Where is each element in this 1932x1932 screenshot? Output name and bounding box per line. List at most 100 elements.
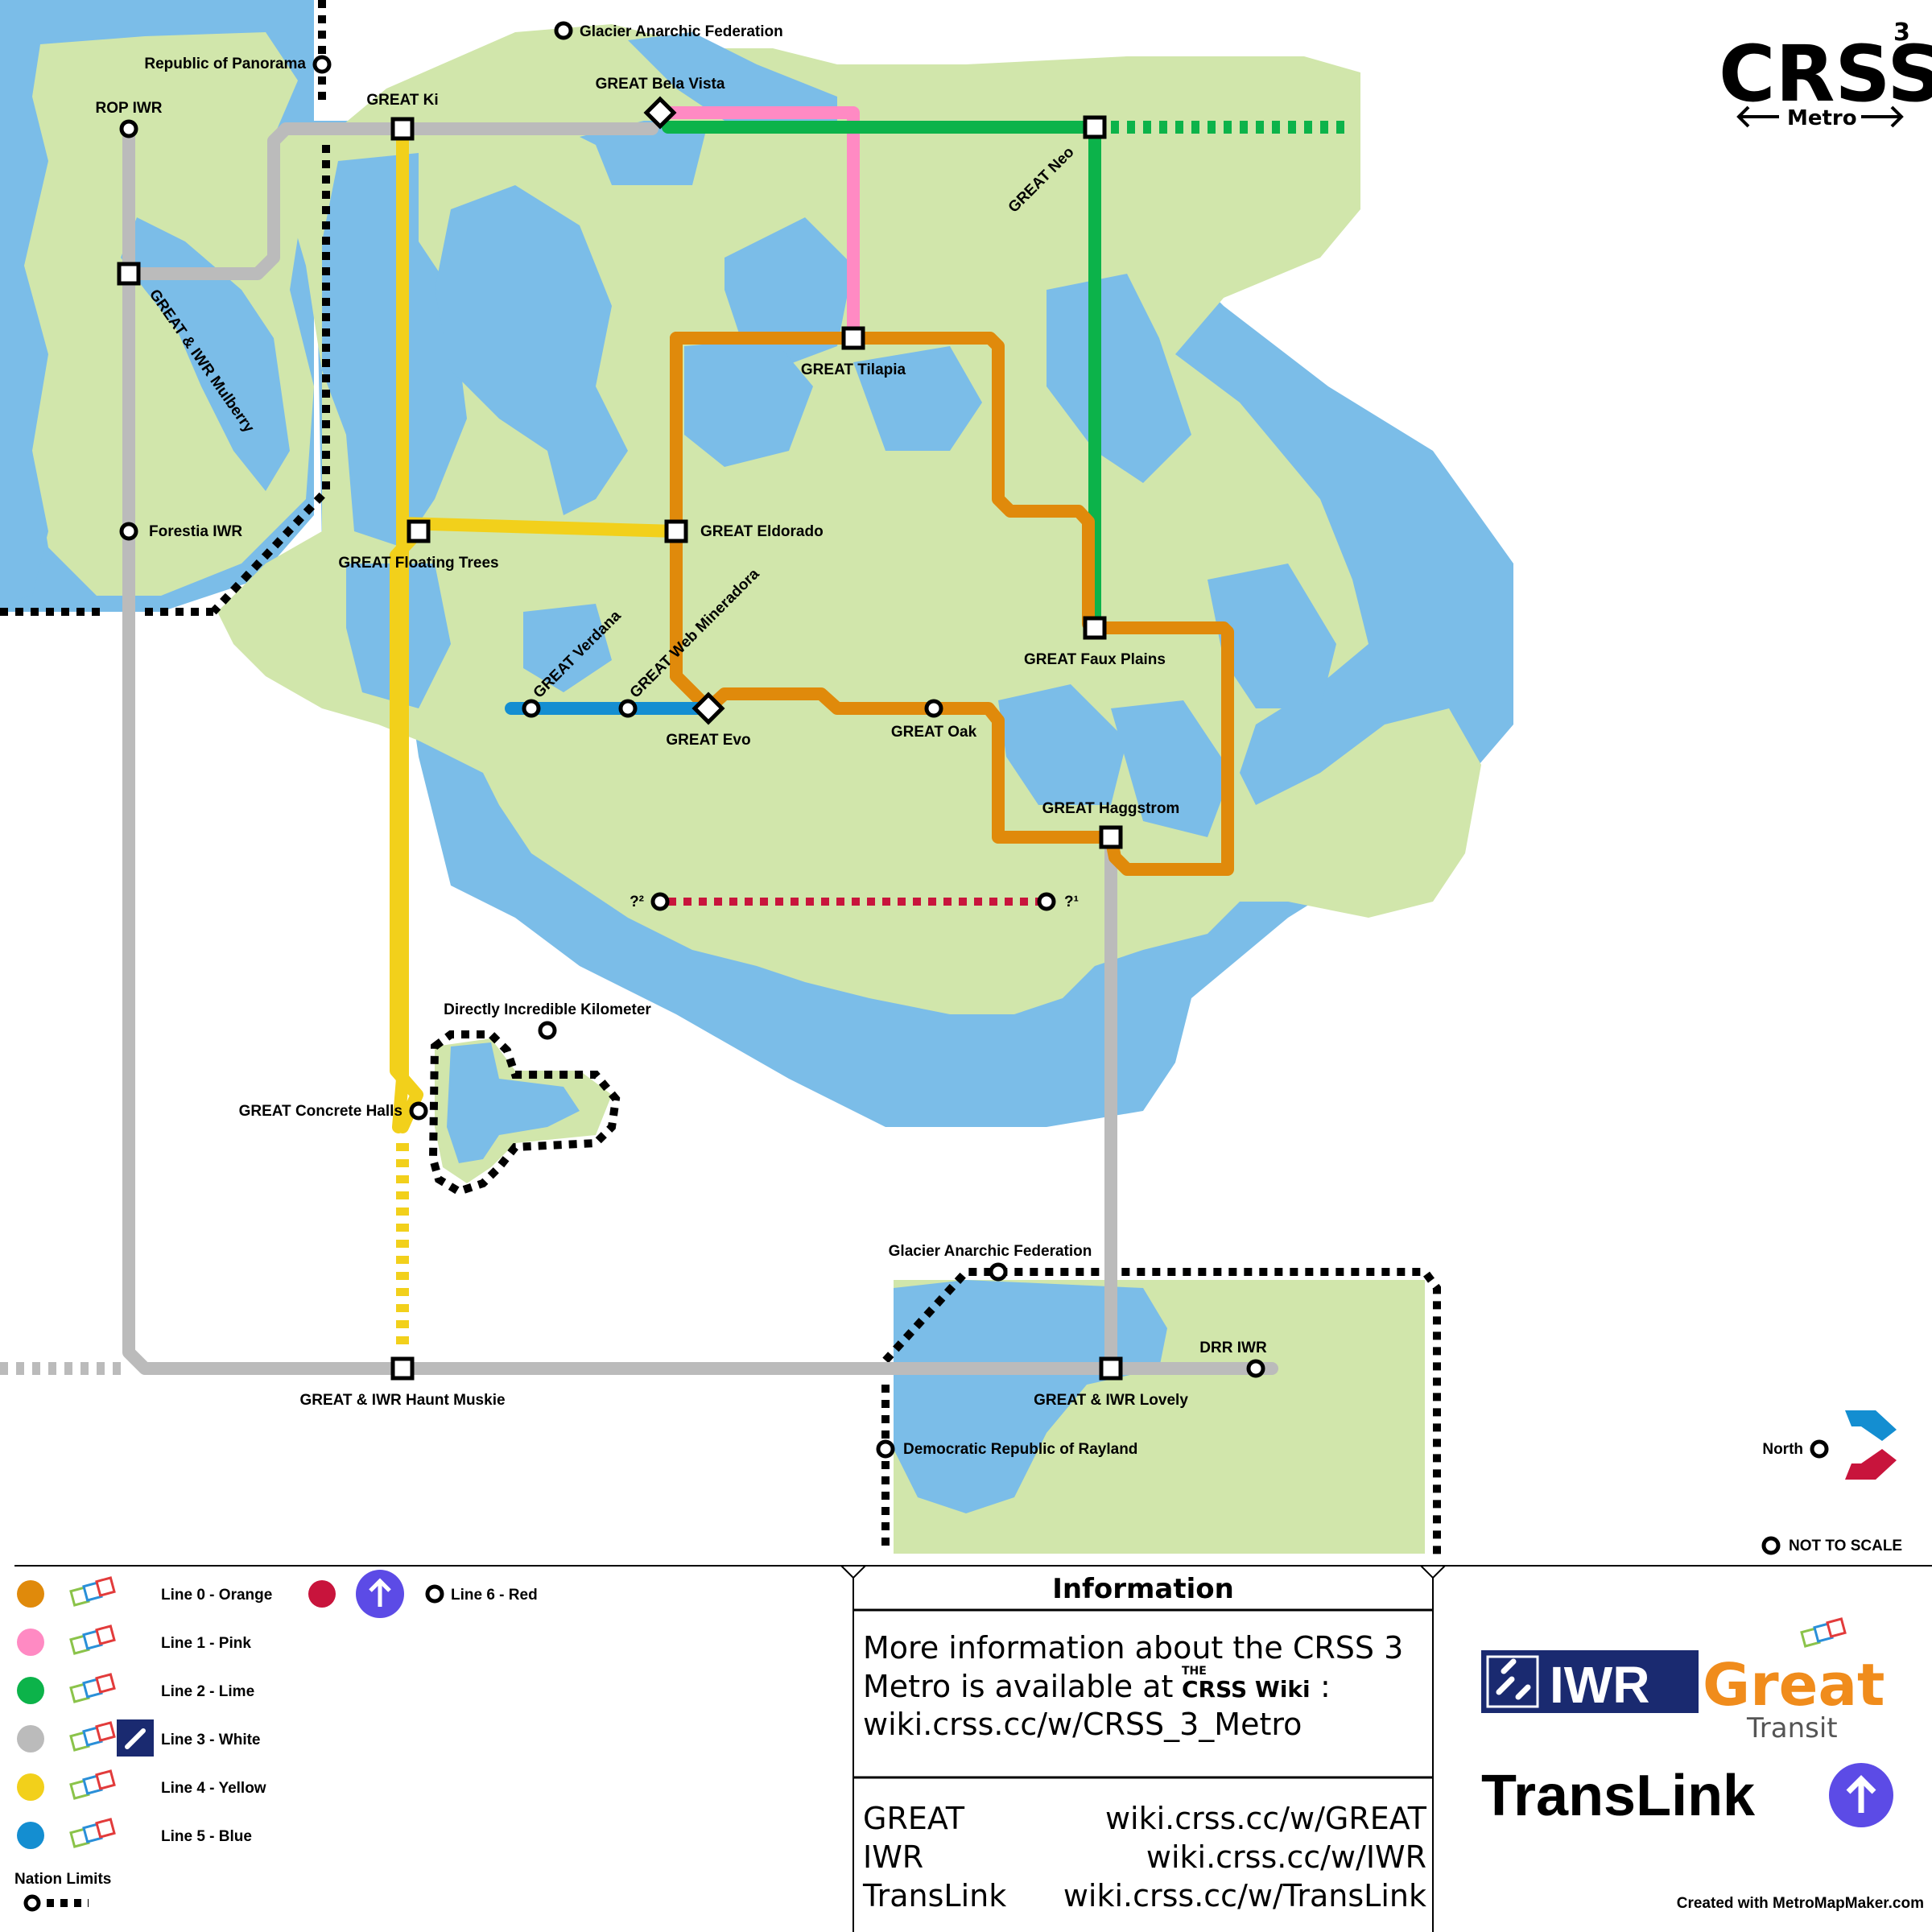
translink-arrow [1846,1775,1876,1813]
station-verdana[interactable] [522,699,541,718]
label-q2: ?² [630,894,644,910]
label-bela-vista: GREAT Bela Vista [596,76,725,93]
limit-dik [428,1030,621,1196]
legend-label: Line 4 - Yellow [161,1780,266,1797]
legend-dot [17,1677,44,1704]
logo-subtitle: Metro [1787,106,1857,130]
water-rayland [894,1280,1167,1513]
label-not-to-scale: NOT TO SCALE [1789,1538,1902,1554]
station-rop-iwr[interactable] [119,119,138,138]
label-evo: GREAT Evo [666,732,750,749]
station-rayland[interactable] [876,1439,895,1459]
label-north: North [1762,1441,1803,1458]
info-notch-right [1420,1565,1446,1579]
credit[interactable]: Created with MetroMapMaker.com [1677,1895,1924,1912]
label-eldorado: GREAT Eldorado [700,523,824,540]
station-floating-trees[interactable] [407,519,431,543]
iwr-link-icon [1496,1658,1531,1700]
label-dik: Directly Incredible Kilometer [444,1001,651,1018]
geography [0,0,1513,1554]
info-url[interactable]: wiki.crss.cc/w/CRSS_3_Metro [863,1707,1302,1742]
line-white-north [122,122,658,280]
station-great-ki[interactable] [390,117,415,141]
lake-north [628,32,837,121]
station-panorama[interactable] [312,55,332,74]
label-faux-plains: GREAT Faux Plains [1024,651,1166,668]
station-eldorado[interactable] [664,519,688,543]
station-north[interactable] [1810,1439,1829,1459]
lake-east-center [853,346,982,451]
station-q1[interactable] [1037,892,1056,911]
info-link-url[interactable]: wiki.crss.cc/w/GREAT [1105,1801,1427,1836]
station-concrete-halls[interactable] [409,1101,428,1121]
station-bela-vista[interactable] [643,96,677,130]
lake-oak [998,684,1127,805]
legend-label: Line 5 - Blue [161,1828,252,1845]
station-mulberry[interactable] [117,262,141,286]
station-haggstrom[interactable] [1099,825,1123,849]
info-panel: Information More information about the C… [862,1573,1427,1913]
line-white [122,122,1278,1375]
translink-text: TransLink [1481,1764,1756,1828]
stations [117,21,1829,1555]
legend-label: Line 1 - Pink [161,1635,251,1652]
station-glacier-south[interactable] [989,1262,1008,1282]
station-evo[interactable] [691,691,725,725]
legend-dot [17,1725,44,1752]
great-icons [69,1576,1847,1848]
info-link-name: IWR [863,1839,923,1875]
station-drr-iwr[interactable] [1246,1359,1265,1378]
water-west-inlet2 [0,451,48,604]
line-orange [670,332,1234,876]
legend-label: Line 2 - Lime [161,1683,254,1700]
info-text-2: Metro is available at [863,1669,1173,1704]
logo-title: CRSS [1719,29,1932,119]
legend-red-station [425,1584,444,1604]
label-lovely: GREAT & IWR Lovely [1034,1392,1188,1409]
line-pink [654,106,860,345]
info-link-name: GREAT [863,1801,965,1836]
translink-arrow-legend [369,1578,391,1607]
station-not-to-scale[interactable] [1761,1536,1781,1555]
great-transit-text: Transit [1746,1712,1838,1744]
station-haunt-muskie[interactable] [390,1356,415,1381]
lake-east [1208,564,1336,708]
brand-logos: IWR Great Transit TransLink Created with… [1481,1650,1924,1912]
logo-arrow-right [1861,105,1904,128]
north-chevron-red [1845,1449,1897,1480]
station-dik[interactable] [538,1021,557,1040]
legend-dot [17,1629,44,1656]
station-q2[interactable] [650,892,670,911]
station-great-neo[interactable] [1083,115,1107,139]
label-rayland: Democratic Republic of Rayland [903,1441,1137,1458]
station-tilapia[interactable] [841,326,865,350]
logo-arrow-left [1736,105,1779,128]
station-faux-plains[interactable] [1083,616,1107,640]
label-great-ki: GREAT Ki [366,92,438,109]
label-oak: GREAT Oak [891,724,977,741]
label-panorama: Republic of Panorama [144,56,306,72]
label-q1: ?¹ [1064,894,1079,910]
station-foresta[interactable] [119,522,138,541]
iwr-link-icon-legend [125,1728,146,1749]
great-icon-block-0-2 [95,1576,116,1597]
legend-dot [17,1580,44,1608]
info-link-url[interactable]: wiki.crss.cc/w/IWR [1146,1839,1426,1875]
legend-nation-circle [23,1894,41,1912]
legend-extras: Line 6 - Red Nation Limits [14,1570,538,1912]
label-tilapia: GREAT Tilapia [801,361,906,378]
legend-dot [17,1773,44,1801]
lake-tilapia2 [684,338,813,467]
station-lovely[interactable] [1099,1356,1123,1381]
info-links: GREAT wiki.crss.cc/w/GREAT IWR wiki.crss.cc… [862,1801,1427,1913]
info-link-url[interactable]: wiki.crss.cc/w/TransLink [1063,1878,1426,1913]
info-title: Information [1052,1573,1234,1605]
station-web-mineradora[interactable] [618,699,638,718]
great-text: Great [1703,1651,1885,1719]
wiki-logo: CRSS Wiki [1182,1676,1311,1703]
label-drr-iwr: DRR IWR [1199,1340,1267,1356]
station-glacier-north[interactable] [554,21,573,40]
station-oak[interactable] [924,699,943,718]
